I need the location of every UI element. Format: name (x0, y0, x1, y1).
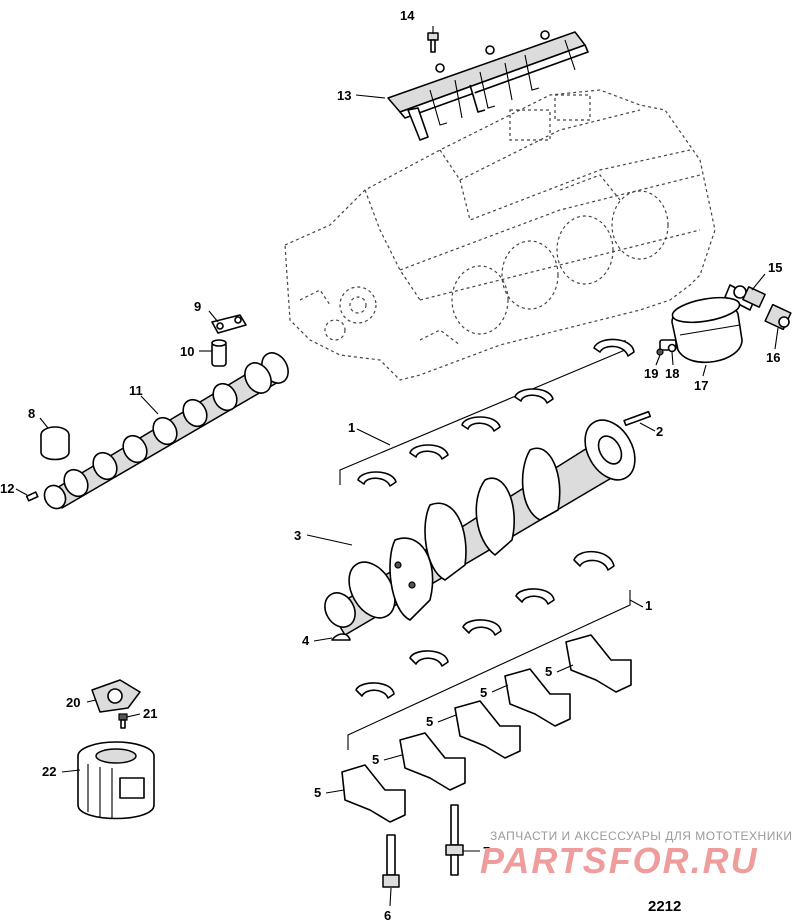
rail-bolt (427, 32, 439, 53)
engine-block-phantom (284, 89, 716, 381)
callout-20: 20 (66, 695, 80, 710)
adapter-bolt (118, 713, 128, 729)
callout-22: 22 (42, 764, 56, 779)
callout-5-b: 5 (480, 685, 487, 700)
callout-21: 21 (143, 706, 157, 721)
callout-3: 3 (294, 528, 301, 543)
callout-2: 2 (656, 424, 663, 439)
callout-11: 11 (129, 383, 143, 398)
callout-4: 4 (302, 633, 310, 648)
callout-17: 17 (694, 378, 708, 393)
leader-lines (15, 26, 779, 907)
callout-19: 19 (644, 366, 658, 381)
callout-8: 8 (28, 406, 35, 421)
callout-5-d: 5 (372, 752, 379, 767)
callout-6: 6 (384, 908, 391, 923)
upper-bearing-set (339, 338, 635, 487)
callout-13: 13 (337, 88, 351, 103)
main-bearing-caps (341, 634, 632, 823)
pressure-sender (764, 303, 792, 331)
callout-10: 10 (180, 344, 194, 359)
callout-18: 18 (665, 366, 679, 381)
callout-14: 14 (400, 8, 415, 23)
camshaft (43, 352, 289, 510)
callout-5-e: 5 (314, 785, 321, 800)
callout-5-a: 5 (545, 664, 552, 679)
cam-bearing (40, 426, 70, 461)
callout-7: 7 (483, 844, 490, 859)
main-cap-bolt (382, 834, 400, 888)
woodruff-key (331, 633, 351, 641)
callout-1-lower: 1 (645, 598, 652, 613)
callout-1-upper: 1 (348, 420, 355, 435)
callout-labels: 14 13 15 16 17 18 19 9 10 11 8 12 1 2 3 … (0, 8, 782, 923)
sensor-fitting (724, 284, 766, 311)
lower-bearing-set (347, 550, 631, 750)
watermark-brand: PARTSFOR.RU (480, 840, 759, 881)
cooler-canister (659, 296, 743, 364)
crankshaft (324, 419, 636, 636)
callout-12: 12 (0, 481, 14, 496)
filter-adapter (91, 679, 141, 713)
callout-9: 9 (194, 299, 201, 314)
main-cap-stud (445, 804, 464, 876)
oil-filter (77, 741, 155, 820)
callout-16: 16 (766, 350, 780, 365)
cam-dowel (25, 491, 39, 502)
bearing-rail (387, 30, 589, 141)
diagram-number: 2212 (648, 898, 682, 915)
callout-15: 15 (768, 260, 782, 275)
lifter (211, 339, 227, 367)
dowel-pin (623, 410, 652, 427)
cam-follower-guide (211, 314, 247, 334)
watermark-tagline: ЗАПЧАСТИ И АКСЕССУАРЫ ДЛЯ МОТОТЕХНИКИ (490, 829, 793, 843)
washer-and-nut (656, 343, 677, 356)
callout-5-c: 5 (426, 714, 433, 729)
